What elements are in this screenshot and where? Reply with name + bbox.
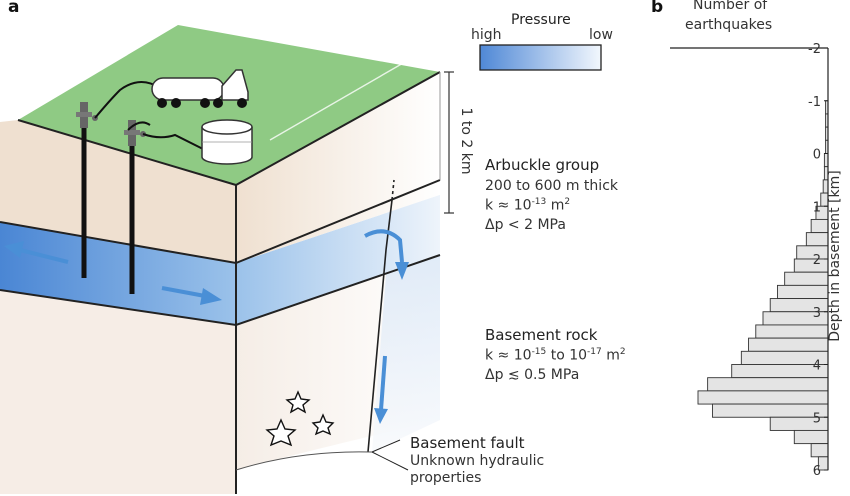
sediment-front bbox=[0, 120, 236, 263]
basement-permeability: k ≈ 10-15 to 10-17 m2 bbox=[485, 347, 626, 364]
histogram-tick-label: -2 bbox=[808, 42, 821, 57]
depth-histogram: -2 -1 0 1 2 3 4 5 6 bbox=[670, 42, 829, 479]
arbuckle-info: Arbuckle group 200 to 600 m thick k ≈ 10… bbox=[485, 156, 618, 233]
histogram-bar bbox=[697, 390, 829, 405]
histogram-xlabel-line1: Number of bbox=[693, 0, 768, 13]
histogram-ylabel: Depth in basement [km] bbox=[827, 170, 843, 342]
earthquake-stars bbox=[265, 390, 335, 447]
histogram-bar bbox=[805, 232, 829, 247]
histogram-bar bbox=[748, 337, 829, 352]
histogram-tick-label: -1 bbox=[808, 95, 821, 110]
histogram-tick-label: 6 bbox=[813, 464, 821, 479]
histogram-bar bbox=[793, 429, 829, 445]
fault-line2: properties bbox=[410, 470, 482, 486]
histogram-bar bbox=[755, 324, 829, 339]
arbuckle-pressure-change: Δp < 2 MPa bbox=[485, 216, 566, 233]
pressure-legend-low: low bbox=[589, 27, 613, 43]
histogram-bar bbox=[810, 218, 829, 234]
pressure-legend-title: Pressure bbox=[511, 12, 571, 28]
histogram-bar bbox=[793, 258, 829, 273]
surface-top bbox=[18, 25, 440, 185]
histogram-tick-label: 4 bbox=[813, 359, 821, 374]
fault-line1: Unknown hydraulic bbox=[410, 453, 545, 469]
histogram-bar bbox=[776, 284, 829, 300]
fault-info: Basement fault Unknown hydraulic propert… bbox=[410, 434, 544, 486]
pressure-gradient-bar bbox=[479, 44, 602, 71]
fault-line bbox=[367, 199, 393, 453]
tanker-truck-icon bbox=[151, 69, 249, 108]
basement-pressure-change: Δp ≲ 0.5 MPa bbox=[485, 366, 580, 383]
thickness-label: 1 to 2 km bbox=[458, 107, 474, 175]
arbuckle-permeability: k ≈ 10-13 m2 bbox=[485, 197, 571, 214]
thickness-bracket bbox=[444, 71, 454, 214]
storage-tank-icon bbox=[201, 119, 253, 165]
basement-title: Basement rock bbox=[485, 326, 598, 344]
flow-arrows bbox=[4, 229, 409, 424]
arbuckle-title: Arbuckle group bbox=[485, 156, 600, 174]
histogram-tick-label: 2 bbox=[813, 253, 821, 268]
histogram-bar bbox=[784, 271, 829, 286]
block-diagram bbox=[0, 25, 602, 494]
arbuckle-thickness: 200 to 600 m thick bbox=[485, 178, 618, 194]
histogram-tick-label: 3 bbox=[813, 306, 821, 321]
basement-front bbox=[0, 290, 236, 494]
histogram-tick-label: 1 bbox=[813, 200, 821, 215]
histogram-tick-label: 5 bbox=[813, 411, 821, 426]
histogram-bar bbox=[711, 403, 829, 418]
histogram-xlabel-line2: earthquakes bbox=[685, 17, 773, 33]
basement-info: Basement rock k ≈ 10-15 to 10-17 m2 Δp ≲… bbox=[485, 326, 626, 383]
histogram-bar bbox=[810, 443, 829, 458]
aquifer-front bbox=[0, 222, 236, 325]
panel-b-letter: b bbox=[651, 0, 664, 17]
pressure-legend-high: high bbox=[471, 27, 502, 43]
histogram-bar bbox=[707, 377, 829, 392]
panel-a-letter: a bbox=[8, 0, 20, 17]
fault-title: Basement fault bbox=[410, 434, 525, 452]
sediment-side bbox=[236, 72, 440, 263]
histogram-tick-label: 0 bbox=[813, 148, 821, 163]
